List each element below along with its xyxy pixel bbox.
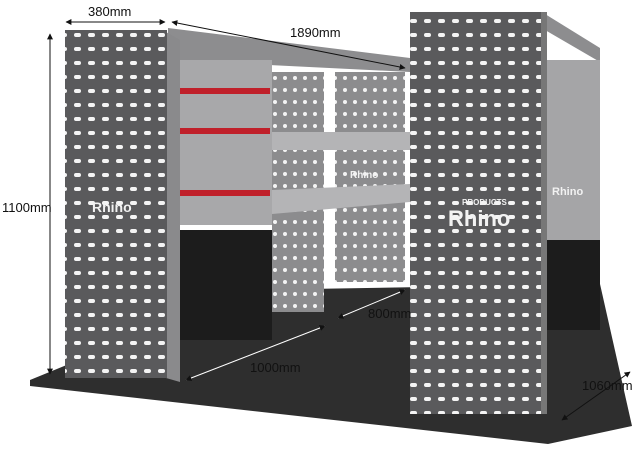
label-1060: 1060mm [582,378,633,393]
dim-line-1000 [185,325,326,381]
drawer-unit [172,60,272,225]
base-cabinet [172,230,272,340]
rhino-logo-tagline: PRODUCTS [462,198,508,207]
right-base-cabinet [545,240,600,330]
shelf [272,132,410,150]
right-top-rail [545,14,600,62]
shelf [272,184,410,214]
left-end-panel [65,30,167,378]
right-rear-panel [545,60,600,240]
rhino-logo-main: Rhino [448,206,510,231]
divider-panel [335,72,405,282]
label-1890: 1890mm [290,25,341,40]
label-380: 380mm [88,4,131,19]
rhino-logo-right: Rhino [552,186,583,198]
right-end-panel [410,12,545,414]
drawer-handle [176,128,270,134]
label-1100: 1100mm [2,200,52,215]
dim-line-1890 [171,20,406,70]
label-1000: 1000mm [250,360,301,375]
right-end-panel-edge [541,12,547,414]
drawer-handle [176,190,270,196]
rhino-logo-back: Rhino [350,170,378,181]
label-800: 800mm [368,306,411,321]
dim-line-800 [337,289,406,319]
drawer-handle [176,88,270,94]
rhino-logo-left: Rhino [92,199,132,215]
left-end-panel-side [166,32,180,382]
dim-line-1060 [561,371,631,421]
